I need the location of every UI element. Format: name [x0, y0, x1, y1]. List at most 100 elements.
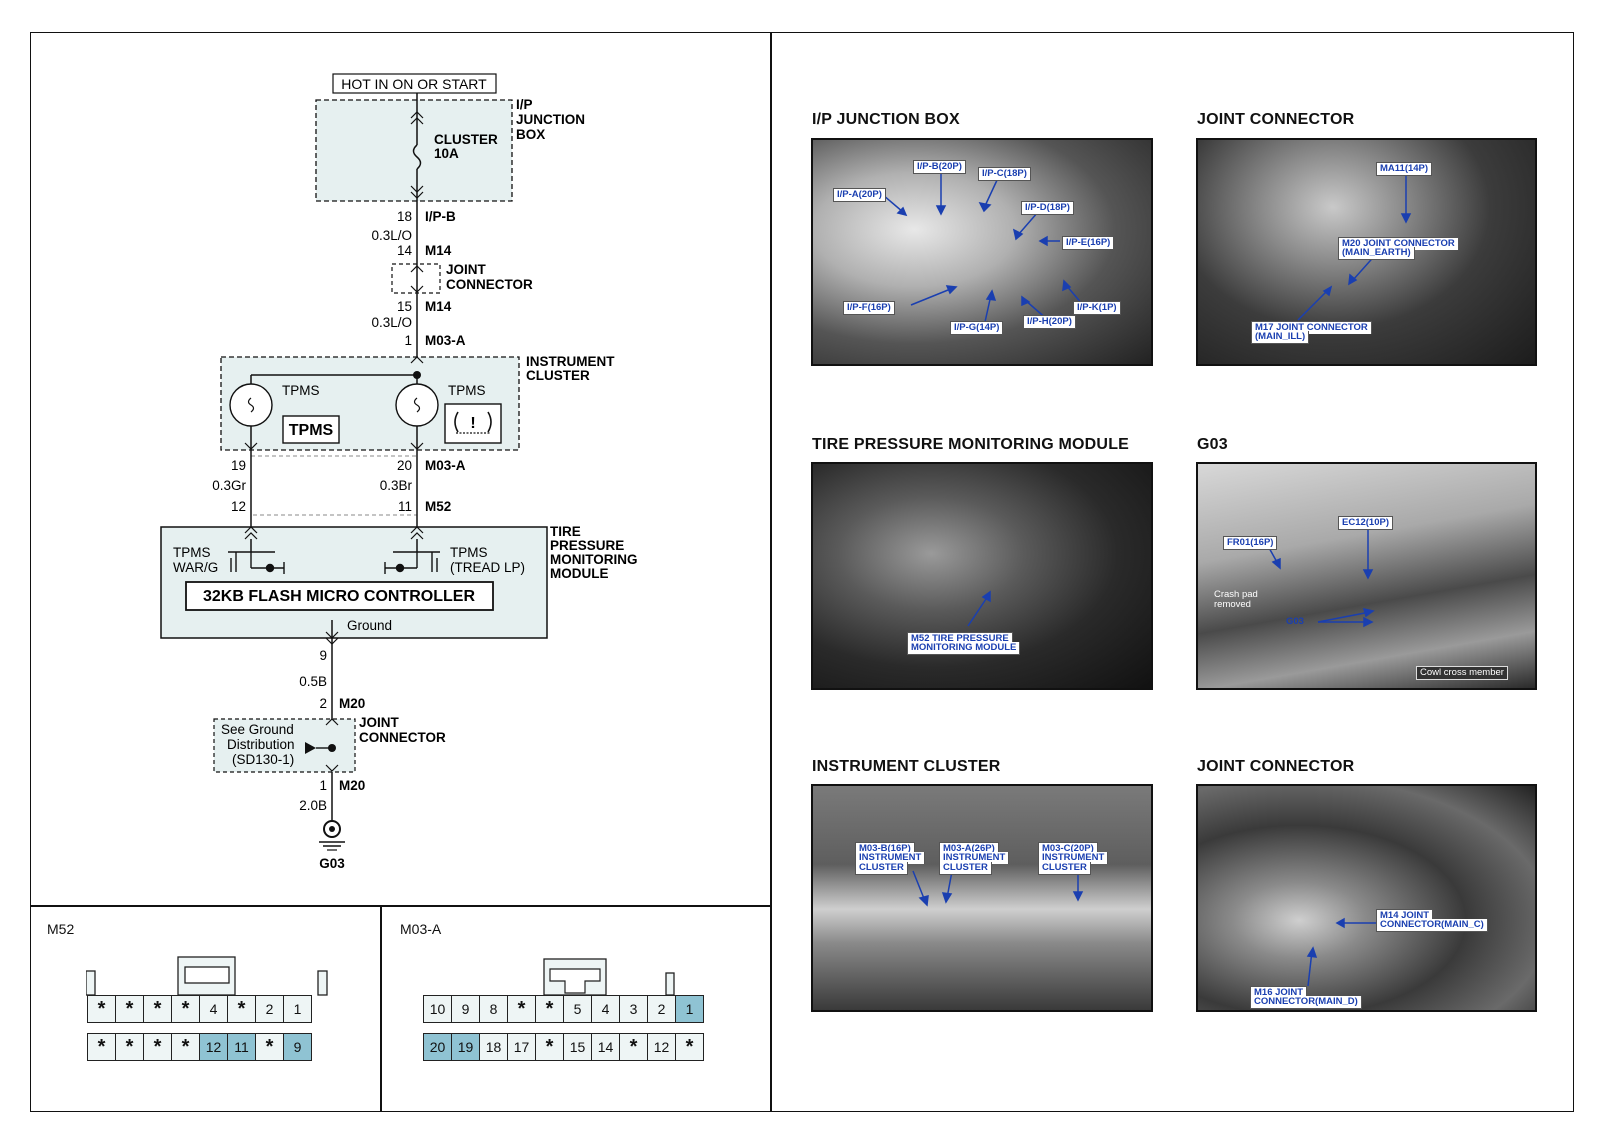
- connector-pin: *: [143, 1033, 172, 1061]
- connector-m20-b: M20: [339, 778, 365, 793]
- chevron-up-icon: [410, 111, 424, 125]
- connector-pin: *: [535, 995, 564, 1023]
- pin-11: 11: [398, 499, 412, 514]
- connector-m52: M52: [425, 499, 451, 514]
- pin-2: 2: [319, 696, 327, 711]
- connector-m03a-top: M03-A: [425, 333, 466, 348]
- wire-spec-left: 0.3Gr: [212, 478, 246, 493]
- tag-m16-1: M16 JOINT: [1250, 986, 1308, 999]
- photo-g03: FR01(16P) EC12(10P) Crash pad removed G0…: [1196, 462, 1537, 690]
- transistor-left-icon: [228, 551, 285, 574]
- photo-joint-connector-2: M14 JOINT CONNECTOR(MAIN_C) M16 JOINT CO…: [1196, 784, 1537, 1012]
- m52-title: M52: [47, 921, 75, 937]
- connector-ipb: I/P-B: [425, 209, 456, 224]
- pin-1-ground: 1: [319, 778, 327, 793]
- tag-crash-pad-1: Crash pad: [1214, 589, 1258, 600]
- connector-pin: 20: [423, 1033, 452, 1061]
- ground-name: G03: [319, 856, 345, 871]
- photo-title-ip-junction-box: I/P JUNCTION BOX: [812, 111, 960, 128]
- cluster-label-1: INSTRUMENT: [526, 354, 615, 369]
- wire-spec-2: 0.3L/O: [371, 315, 412, 330]
- connector-pin: 12: [647, 1033, 676, 1061]
- photo-tpms-module: M52 TIRE PRESSURE MONITORING MODULE: [811, 462, 1153, 690]
- tag-m14-2: CONNECTOR(MAIN_C): [1376, 919, 1488, 932]
- photo-instrument-cluster: M03-B(16P) INSTRUMENT CLUSTER M03-A(26P)…: [811, 784, 1153, 1012]
- m52-housing-icon: [86, 956, 328, 996]
- connector-m14-b: M14: [425, 299, 452, 314]
- connector-pin: *: [171, 1033, 200, 1061]
- connector-pin: *: [619, 1033, 648, 1061]
- power-source-label: HOT IN ON OR START: [341, 76, 487, 92]
- tag-m20-1: M20 JOINT CONNECTOR: [1338, 237, 1459, 250]
- connector-pin: 2: [647, 995, 676, 1023]
- tag-m52-1: M52 TIRE PRESSURE: [907, 632, 1013, 645]
- power-source-box: [332, 73, 497, 94]
- tag-cowl-cross-member: Cowl cross member: [1416, 666, 1508, 680]
- joint-connector-1: [391, 263, 441, 294]
- tag-fr01: FR01(16P): [1223, 536, 1278, 550]
- connector-pin: 5: [563, 995, 592, 1023]
- connector-split: [380, 905, 382, 1112]
- module-left-label-2: WAR/G: [173, 560, 218, 575]
- module-right-label-2: (TREAD LP): [450, 560, 525, 575]
- tag-m16-2: CONNECTOR(MAIN_D): [1250, 996, 1362, 1009]
- photo-ip-junction-box: I/P-B(20P) I/P-C(18P) I/P-A(20P) I/P-D(1…: [811, 138, 1153, 366]
- tag-m03c-3: CLUSTER: [1038, 862, 1091, 875]
- tag-iph: I/P-H(20P): [1023, 315, 1076, 329]
- ground-joint-label-2: CONNECTOR: [359, 730, 446, 745]
- ground-symbol-icon: [319, 820, 345, 851]
- photo-joint-connector-1: MA11(14P) M20 JOINT CONNECTOR (MAIN_EART…: [1196, 138, 1537, 366]
- tag-ipk: I/P-K(1P): [1073, 301, 1121, 315]
- connector-pin: 10: [423, 995, 452, 1023]
- tag-ipf: I/P-F(16P): [843, 301, 895, 315]
- ground-wire-spec: 0.5B: [299, 674, 327, 689]
- tag-m03a-1: M03-A(26P): [939, 842, 999, 855]
- main-divider: [770, 32, 772, 1112]
- module-right-label-1: TPMS: [450, 545, 488, 560]
- tag-m14-1: M14 JOINT: [1376, 909, 1434, 922]
- tag-ipa: I/P-A(20P): [833, 188, 886, 202]
- tag-m17-2: (MAIN_ILL): [1251, 331, 1310, 344]
- wire-spec-1: 0.3L/O: [371, 228, 412, 243]
- connector-pin: 19: [451, 1033, 480, 1061]
- page-frame: [30, 32, 1574, 1112]
- connector-pin: *: [535, 1033, 564, 1061]
- connector-pin: *: [675, 1033, 704, 1061]
- wire-spec-right: 0.3Br: [380, 478, 413, 493]
- tag-crash-pad-2: removed: [1214, 599, 1251, 610]
- tag-ipd: I/P-D(18P): [1021, 201, 1074, 215]
- transistor-right-icon: [384, 551, 440, 574]
- connector-pin: *: [115, 1033, 144, 1061]
- junction-box-label-3: BOX: [516, 127, 545, 142]
- joint-1-label-1: JOINT: [446, 262, 487, 277]
- connector-pin: *: [87, 1033, 116, 1061]
- tag-ipe: I/P-E(16P): [1062, 236, 1115, 250]
- connector-pin: 11: [227, 1033, 256, 1061]
- tag-m03b-1: M03-B(16P): [855, 842, 915, 855]
- connector-pin: 4: [591, 995, 620, 1023]
- connector-pin: *: [115, 995, 144, 1023]
- ground-ref-arrow-icon: [305, 742, 316, 754]
- pin-18: 18: [397, 209, 412, 224]
- connector-pin: 14: [591, 1033, 620, 1061]
- m03a-title: M03-A: [400, 921, 442, 937]
- photo-title-joint-connector-1: JOINT CONNECTOR: [1197, 111, 1355, 128]
- joint-1-label-2: CONNECTOR: [446, 277, 533, 292]
- tag-ipc: I/P-C(18P): [978, 167, 1031, 181]
- connector-pin: 17: [507, 1033, 536, 1061]
- connector-pin: 2: [255, 995, 284, 1023]
- fuse-icon: [412, 144, 422, 170]
- ground-joint-label-1: JOINT: [359, 715, 400, 730]
- connector-pin: *: [87, 995, 116, 1023]
- tag-m20-2: (MAIN_EARTH): [1338, 247, 1415, 260]
- module-left-label-1: TPMS: [173, 545, 211, 560]
- micro-controller-box: [185, 581, 494, 611]
- tag-ec12: EC12(10P): [1338, 516, 1393, 530]
- connector-pin: 9: [283, 1033, 312, 1061]
- pin-9: 9: [319, 648, 327, 663]
- module-label-3: MONITORING: [550, 552, 638, 567]
